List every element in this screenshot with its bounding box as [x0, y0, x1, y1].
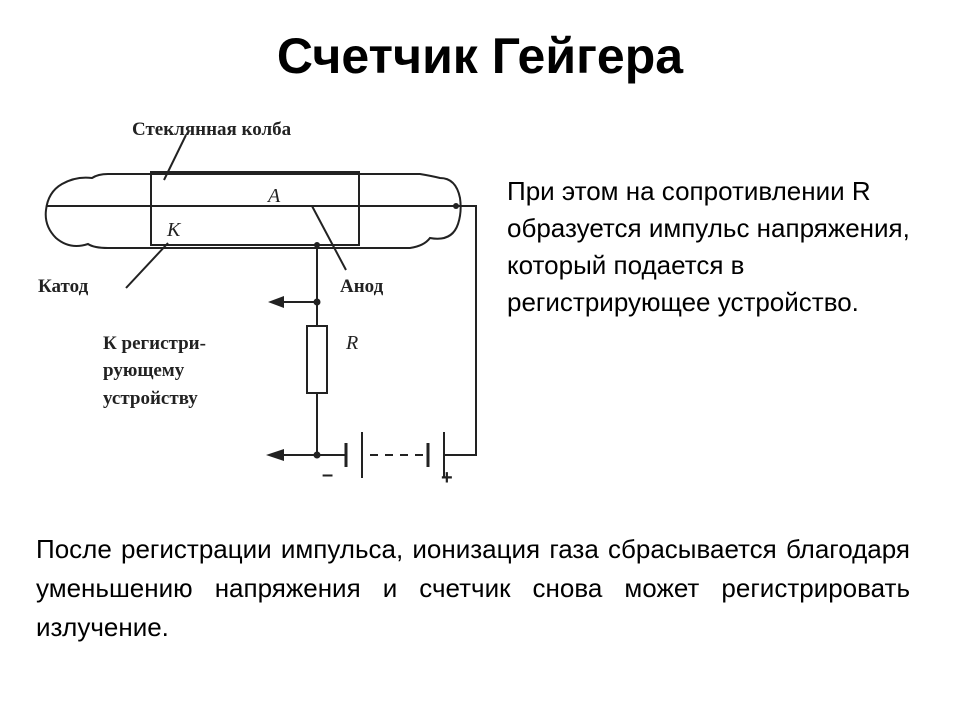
glass-bulb: [44, 173, 462, 249]
glass-bulb-pointer: [163, 134, 187, 181]
to-device-label-line2: рующему: [103, 360, 185, 381]
cathode-cylinder: [150, 171, 360, 246]
resistor-letter: R: [345, 332, 358, 354]
anode-pointer: [311, 205, 347, 271]
geiger-counter-diagram: Стеклянная колба А К Катод Анод R К реги…: [38, 119, 477, 489]
junction-dot: [313, 451, 321, 459]
cathode-label: Катод: [38, 276, 89, 297]
anode-letter: А: [266, 185, 281, 207]
side-description: При этом на сопротивлении R образуется и…: [507, 176, 910, 317]
return-wire: [444, 205, 477, 456]
bottom-description: После регистрации импульса, ионизация га…: [36, 534, 910, 642]
cathode-letter: К: [166, 219, 182, 241]
arrow-head-bottom: [266, 449, 284, 461]
junction-dot: [453, 203, 459, 209]
anode-label: Анод: [340, 276, 384, 297]
plus-sign: +: [441, 467, 453, 489]
arrow-head-top: [268, 296, 284, 308]
cathode-pointer: [125, 242, 169, 289]
minus-sign: –: [322, 464, 333, 486]
to-device-label-line3: устройству: [103, 388, 198, 409]
junction-dot: [313, 298, 321, 306]
junction-dot: [314, 242, 320, 248]
page-title: Счетчик Гейгера: [276, 28, 684, 84]
glass-bulb-label: Стеклянная колба: [132, 119, 292, 140]
resistor: [306, 325, 328, 394]
to-device-label-line1: К регистри-: [103, 333, 206, 354]
